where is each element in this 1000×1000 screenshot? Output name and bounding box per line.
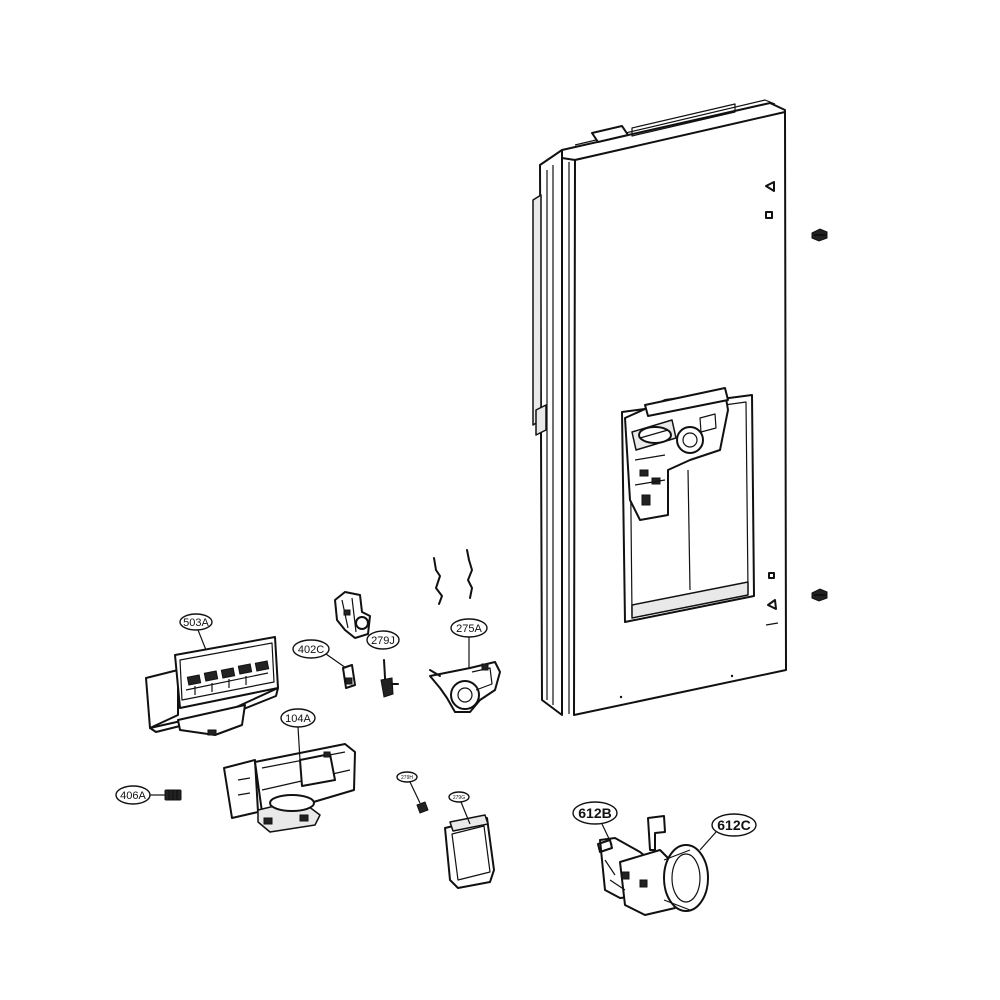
label-612C-oval	[711, 813, 757, 837]
label-612C: 612C	[717, 817, 750, 833]
label-279G-oval	[448, 791, 470, 803]
part-406A-fastener: 406A	[115, 785, 182, 805]
hinge-screws	[811, 228, 828, 602]
lever-bracket	[334, 591, 371, 639]
screw-upper	[811, 228, 828, 242]
label-612B: 612B	[578, 805, 611, 821]
label-279H-oval	[396, 771, 418, 783]
part-104A-dispenser-housing: 104A	[223, 708, 356, 833]
label-402C: 402C	[298, 644, 324, 656]
label-503A: 503A	[183, 617, 209, 629]
part-279H-screw: 279H	[396, 771, 429, 814]
part-503A-control-panel: 503A	[145, 613, 279, 736]
springs	[433, 549, 473, 605]
label-503A-oval	[179, 613, 213, 631]
part-612-actuator: 612B 612C	[572, 801, 757, 916]
label-406A: 406A	[120, 790, 146, 802]
label-279J: 279J	[371, 635, 395, 647]
label-279J-oval	[366, 630, 400, 650]
part-275A-motor: 275A	[429, 618, 501, 713]
part-279G-cover: 279G	[444, 791, 495, 889]
label-104A: 104A	[285, 713, 311, 725]
part-279J-pin: 279J	[366, 630, 400, 698]
dispenser-recess	[621, 387, 755, 623]
screw-lower	[811, 588, 828, 602]
part-402C-clip: 402C	[292, 639, 356, 689]
label-402C-oval	[292, 639, 330, 659]
label-612B-oval	[572, 801, 618, 825]
label-279H: 279H	[401, 775, 413, 781]
label-275A: 275A	[456, 623, 482, 635]
label-279G: 279G	[453, 795, 465, 801]
